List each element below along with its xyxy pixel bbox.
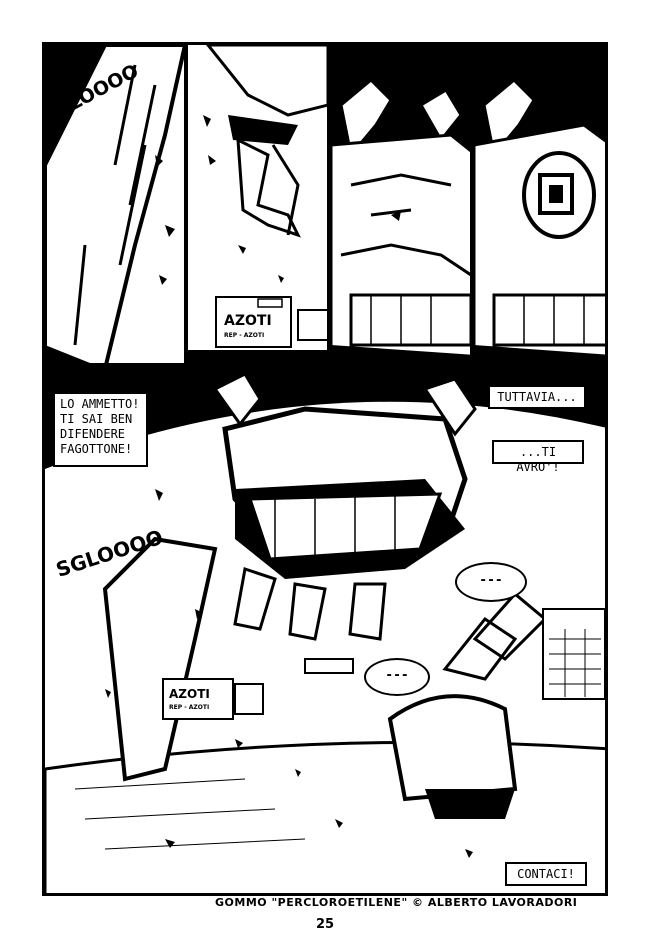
caption-tuttavia: TUTTAVIA... — [488, 385, 586, 409]
panel-3 — [328, 42, 473, 366]
panel-3-art — [331, 45, 470, 363]
panel-4-art — [474, 45, 605, 363]
sign-azoti-bottom-sub: REP - AZOTI — [169, 704, 210, 711]
sign-azoti-bottom: AZOTI — [169, 687, 210, 701]
caption-contaci: CONTACI! — [505, 862, 587, 886]
speech-bubble-2-text: --- — [385, 668, 409, 683]
panel-5-art — [45, 369, 605, 893]
panel-1-art — [45, 45, 184, 363]
caption-lo-ammetto: LO AMMETTO! TI SAI BEN DIFENDERE FAGOTTO… — [53, 392, 148, 467]
speech-bubble-2: --- — [364, 658, 430, 696]
panel-4: BLINK — [471, 42, 608, 366]
sign-azoti-top-sub: REP - AZOTI — [224, 332, 265, 339]
page-number: 25 — [315, 917, 335, 932]
panel-2-art — [188, 45, 327, 363]
panel-2: AZOTI REP - AZOTI — [185, 42, 330, 366]
speech-bubble-1-text: --- — [479, 573, 503, 588]
speech-bubble-1: --- — [455, 562, 527, 602]
sign-azoti-top: AZOTI — [224, 313, 272, 329]
panel-1: GLOOOO — [42, 42, 187, 366]
caption-ti-avro: ...TI AVRO'! — [492, 440, 584, 474]
credits-line: GOMMO "PERCLOROETILENE" © ALBERTO LAVORA… — [215, 896, 578, 909]
